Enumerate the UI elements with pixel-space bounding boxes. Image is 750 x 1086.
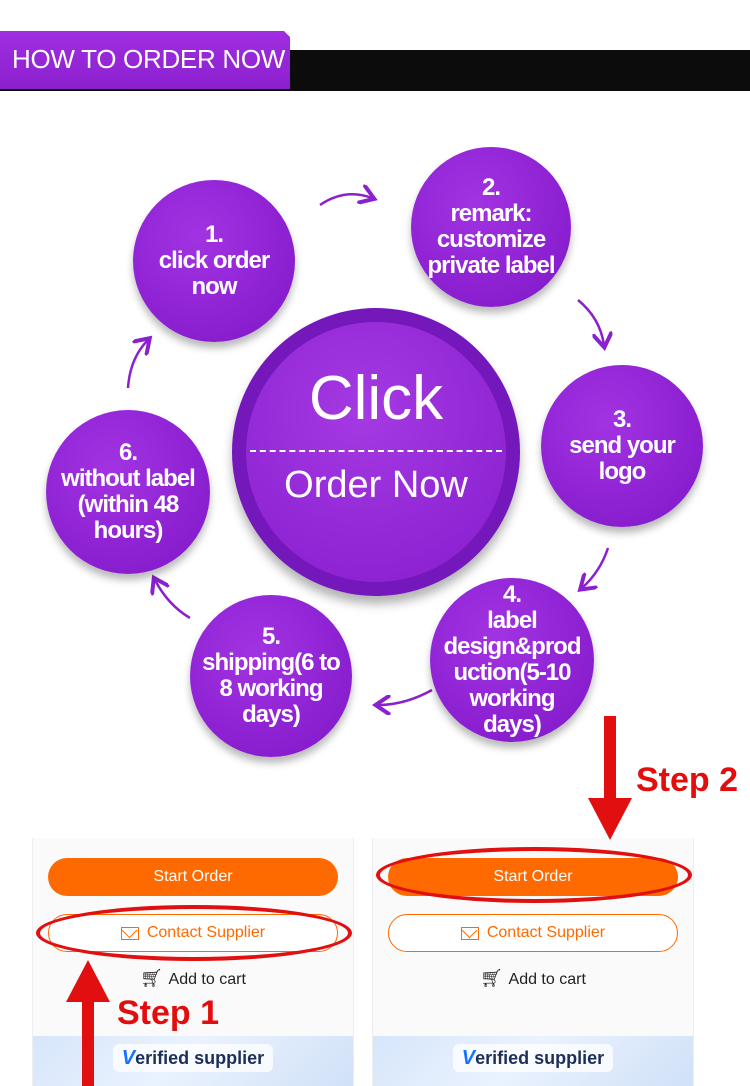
verified-supplier-text: erified supplier xyxy=(135,1047,265,1068)
arrow-icon xyxy=(378,688,433,705)
step-2-label: 2. remark: customize private label xyxy=(427,174,555,279)
arrow-icon xyxy=(582,547,610,588)
step-4-label: 4. label design&prod uction(5-10 working… xyxy=(443,581,582,738)
verified-v-letter: V xyxy=(121,1046,136,1069)
step-2-circle: 2. remark: customize private label xyxy=(411,147,571,307)
click-order-now-badge[interactable]: Click Order Now xyxy=(232,308,520,596)
contact-supplier-label: Contact Supplier xyxy=(486,924,606,941)
start-order-button[interactable]: Start Order xyxy=(48,858,338,896)
cart-icon: 🛒︎ xyxy=(480,968,503,988)
arrow-icon xyxy=(588,798,632,840)
step-3-label: 3. send your logo xyxy=(569,406,676,485)
section-header: HOW TO ORDER NOW xyxy=(0,31,750,93)
step-3-circle: 3. send your logo xyxy=(541,365,703,527)
step-1-circle: 1. click order now xyxy=(133,180,295,342)
verified-supplier-text: erified supplier xyxy=(475,1047,605,1068)
center-dashed-divider xyxy=(250,450,502,452)
center-click-text: Click xyxy=(308,364,444,433)
step-5-label: 5. shipping(6 to 8 working days) xyxy=(202,623,341,728)
add-to-cart-label: Add to cart xyxy=(168,971,246,988)
arrow-icon xyxy=(155,580,191,620)
header-purple-tab: HOW TO ORDER NOW xyxy=(0,31,290,89)
arrow-icon xyxy=(126,340,148,389)
arrow-icon xyxy=(604,716,616,802)
center-order-now-text: Order Now xyxy=(284,464,468,506)
contact-supplier-button[interactable]: Contact Supplier xyxy=(388,914,678,952)
start-order-label: Start Order xyxy=(153,868,233,885)
arrow-icon xyxy=(577,299,604,345)
header-title: HOW TO ORDER NOW xyxy=(12,44,286,74)
center-inner-circle xyxy=(246,322,506,582)
step-1-label-text: Step 1 xyxy=(117,994,220,1032)
step-5-circle: 5. shipping(6 to 8 working days) xyxy=(190,595,352,757)
highlight-start-order xyxy=(376,847,692,903)
step-6-circle: 6. without label (within 48 hours) xyxy=(46,410,210,574)
add-to-cart-link[interactable]: 🛒︎ Add to cart xyxy=(373,968,693,989)
step-6-label: 6. without label (within 48 hours) xyxy=(61,439,196,544)
cart-icon: 🛒︎ xyxy=(140,968,163,988)
add-to-cart-link[interactable]: 🛒︎ Add to cart xyxy=(33,968,353,989)
step-1-label: 1. click order now xyxy=(158,221,270,300)
verified-v-letter: V xyxy=(461,1046,476,1069)
arrow-icon xyxy=(319,194,372,207)
step-4-circle: 4. label design&prod uction(5-10 working… xyxy=(430,578,594,742)
add-to-cart-label: Add to cart xyxy=(508,971,586,988)
product-panel-step-1: Start Order Contact Supplier 🛒︎ Add to c… xyxy=(32,838,354,1086)
highlight-contact-supplier xyxy=(36,905,352,961)
step-2-label-text: Step 2 xyxy=(636,761,739,799)
mail-icon xyxy=(460,926,479,940)
